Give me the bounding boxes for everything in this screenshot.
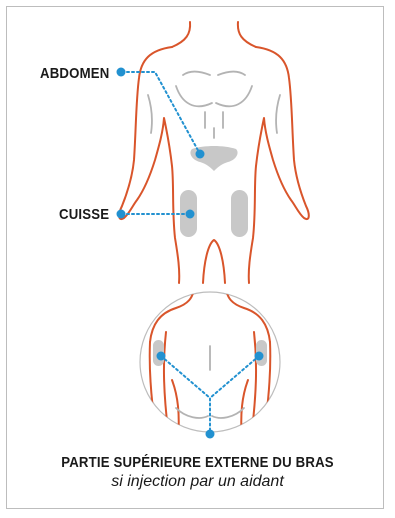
caption-title: PARTIE SUPÉRIEURE EXTERNE DU BRAS xyxy=(24,454,372,471)
right-arm-site-marker xyxy=(255,352,264,361)
caption-marker xyxy=(206,430,215,439)
abdomen-label-marker xyxy=(117,68,126,77)
front-muscle-lines xyxy=(148,72,280,138)
thigh-label: CUISSE xyxy=(59,206,109,223)
right-thigh-zone xyxy=(231,190,248,237)
abdomen-label: ABDOMEN xyxy=(40,65,109,82)
injection-zones-front xyxy=(180,146,248,237)
caption-subtitle: si injection par un aidant xyxy=(0,473,395,491)
thigh-label-marker xyxy=(117,210,126,219)
abdomen-site-marker xyxy=(196,150,205,159)
thigh-site-marker xyxy=(186,210,195,219)
left-arm-site-marker xyxy=(157,352,166,361)
